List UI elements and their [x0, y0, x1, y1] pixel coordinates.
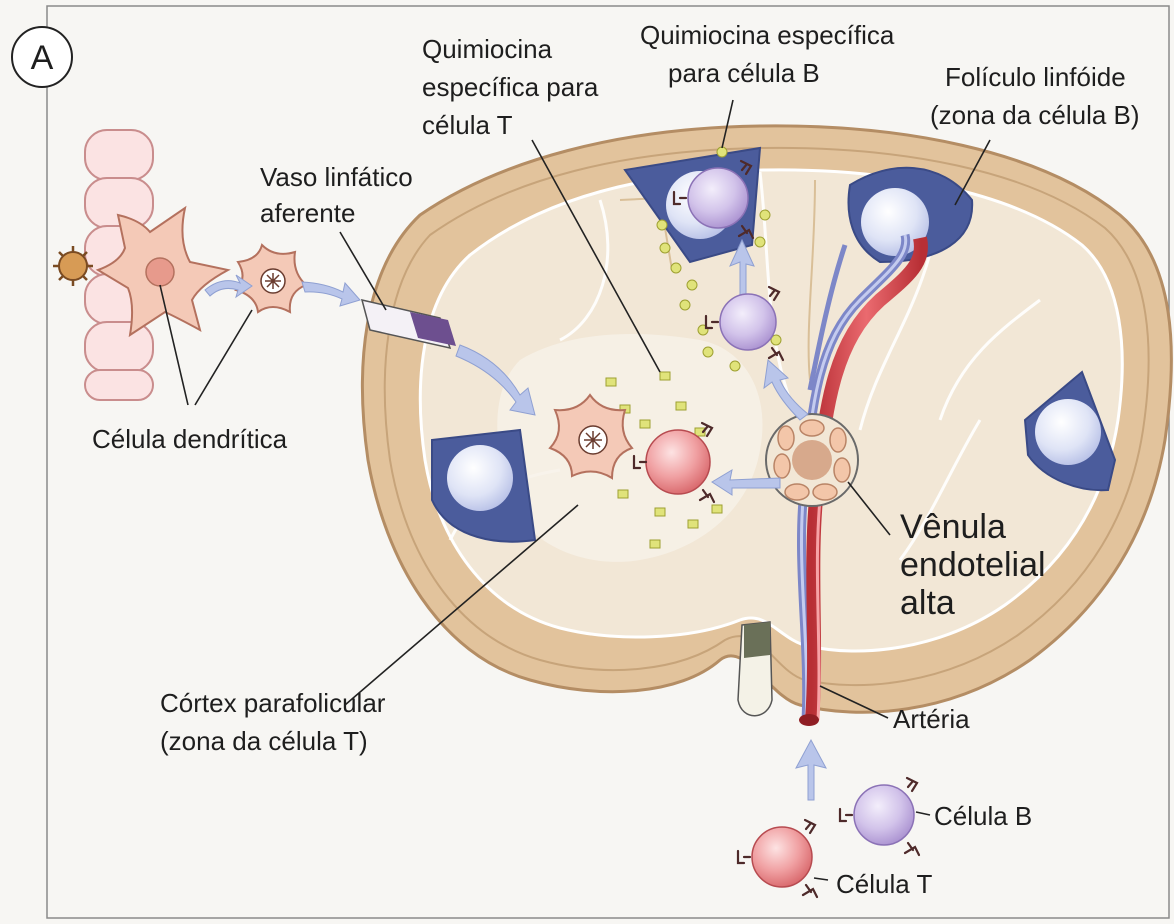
hev-cross-section — [766, 414, 858, 506]
label-follicle-line1: Folículo linfóide — [945, 62, 1126, 92]
panel-letter-badge: A — [12, 27, 72, 87]
label-b-cell: Célula B — [934, 801, 1032, 831]
label-follicle-line2: (zona da célula B) — [930, 100, 1140, 130]
microbe-icon — [53, 246, 93, 286]
migration-arrow-2 — [302, 282, 360, 306]
label-chemokine-b-line2: para célula B — [668, 58, 820, 88]
label-paracortex-line1: Córtex parafolicular — [160, 688, 386, 718]
label-paracortex-line2: (zona da célula T) — [160, 726, 368, 756]
panel-letter: A — [31, 39, 54, 77]
label-paracortex: Córtex parafolicular (zona da célula T) — [160, 688, 386, 756]
label-afferent-vessel: Vaso linfático aferente — [260, 162, 413, 228]
arrow-cells-entering — [796, 740, 826, 800]
label-chemokine-t: Quimiocina específica para célula T — [422, 34, 599, 140]
label-artery: Artéria — [893, 704, 970, 734]
label-t-cell: Célula T — [836, 869, 932, 899]
label-afferent-line1: Vaso linfático — [260, 162, 413, 192]
label-hev-line1: Vênula — [900, 508, 1006, 546]
efferent-lymphatic-vessel — [738, 622, 772, 716]
label-hev-line3: alta — [900, 584, 955, 622]
t-cell-circulating — [738, 820, 817, 897]
dendritic-cell-nucleus — [146, 258, 174, 286]
label-afferent-line2: aferente — [260, 198, 355, 228]
label-chemokine-b-line1: Quimiocina específica — [640, 20, 895, 50]
b-cell-circulating — [840, 778, 919, 855]
label-dendritic-cell: Célula dendrítica — [92, 424, 288, 454]
label-follicle: Folículo linfóide (zona da célula B) — [930, 62, 1140, 130]
label-chemokine-t-line3: célula T — [422, 110, 513, 140]
label-chemokine-t-line2: específica para — [422, 72, 599, 102]
label-hev-line2: endotelial — [900, 546, 1046, 584]
label-chemokine-t-line1: Quimiocina — [422, 34, 553, 64]
label-chemokine-b: Quimiocina específica para célula B — [640, 20, 895, 88]
